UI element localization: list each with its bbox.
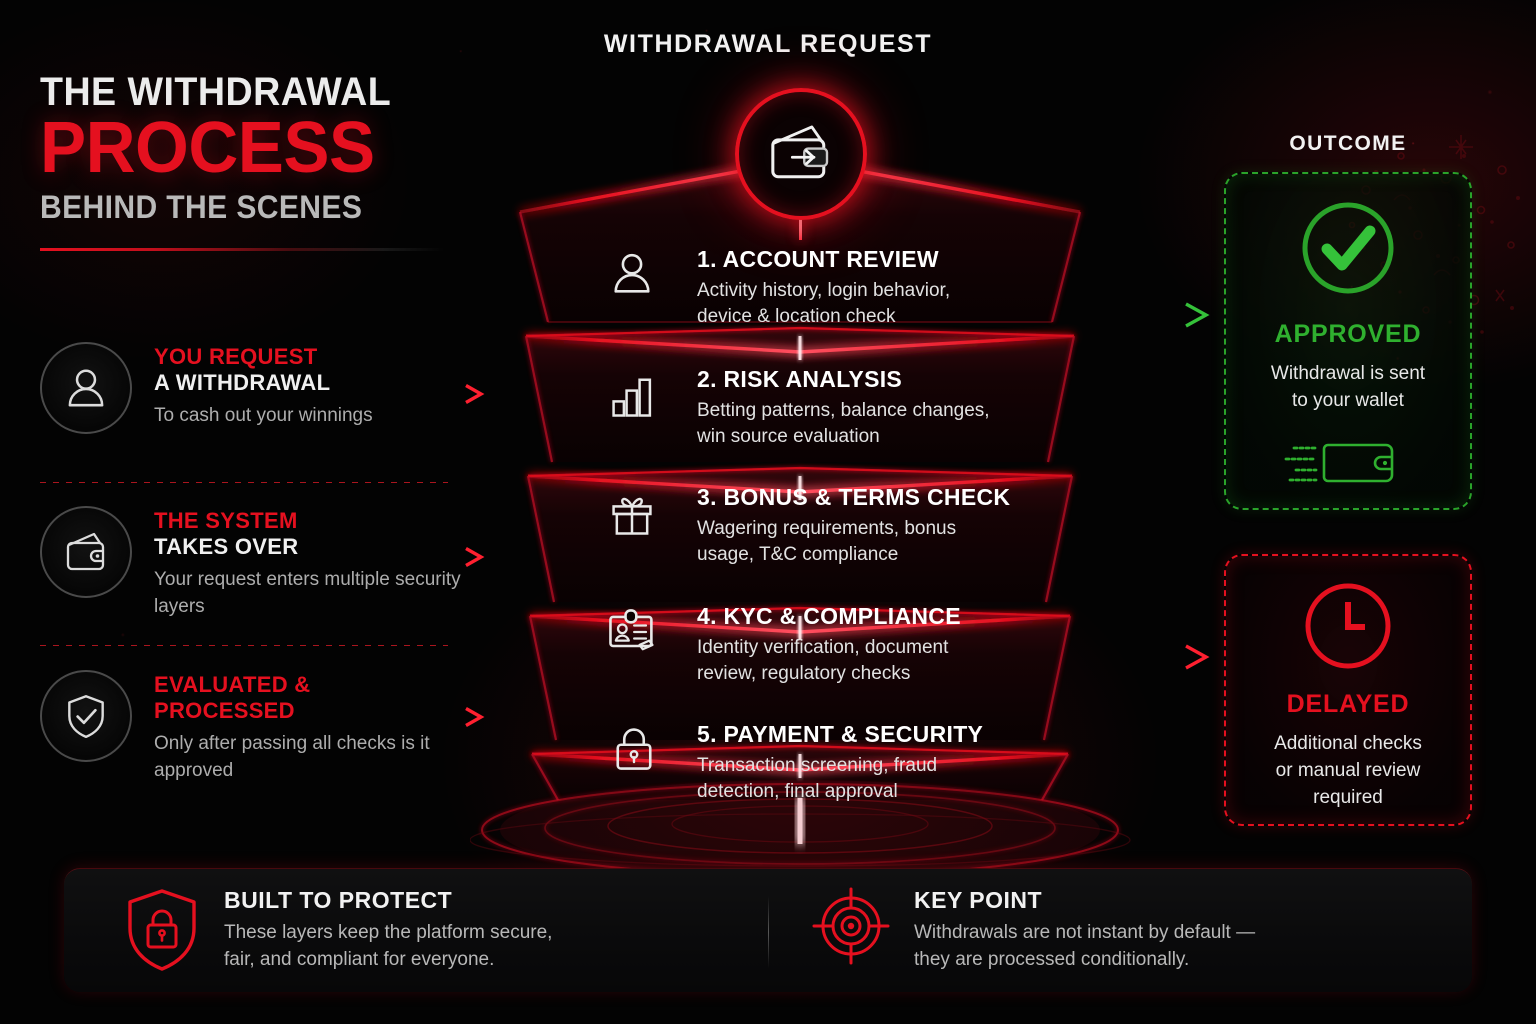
funnel-layer-3-title: 3. BONUS & TERMS CHECK (697, 484, 1011, 510)
id-card-icon (609, 609, 654, 651)
funnel-base-rings (470, 783, 1131, 877)
funnel-layer-5-desc-2: detection, final approval (697, 781, 898, 803)
funnel-layer-3-desc-1: Wagering requirements, bonus (697, 518, 957, 539)
delayed-connector-arrow (1090, 644, 1210, 670)
shield-check-icon (68, 695, 104, 739)
left-step-2-headline: TAKES OVER (154, 533, 299, 559)
funnel-layer-2-text: 2. RISK ANALYSIS Betting patterns, balan… (697, 366, 1077, 450)
withdrawal-request-icon-ring (735, 88, 867, 220)
left-step-3-headline: PROCESSED (154, 697, 295, 723)
wallet-beam (799, 212, 802, 240)
outcome-heading: OUTCOME (1289, 132, 1407, 155)
header-block: THE WITHDRAWAL PROCESS BEHIND THE SCENES (40, 70, 510, 252)
left-step-3[interactable]: EVALUATED & PROCESSED Only after passing… (40, 670, 510, 785)
funnel-layer-2-desc-1: Betting patterns, balance changes, (697, 400, 990, 421)
left-step-2-description: Your request enters multiple security la… (154, 569, 461, 617)
footer-line-1b: fair, and compliant for everyone. (224, 949, 495, 970)
left-step-2-arrow (386, 547, 485, 567)
funnel-layer-3-desc-2: usage, T&C compliance (697, 544, 899, 566)
approved-status-label: APPROVED (1274, 320, 1422, 348)
footer-heading-2: KEY POINT (914, 887, 1043, 914)
funnel-layer-4-text: 4. KYC & COMPLIANCE Identity verificatio… (697, 603, 1077, 687)
left-step-1-kicker: YOU REQUEST (154, 344, 318, 369)
left-step-2-icon-circle (40, 506, 132, 598)
left-step-2[interactable]: THE SYSTEM TAKES OVER Your request enter… (40, 506, 510, 621)
funnel-heading: WITHDRAWAL REQUEST (603, 30, 933, 58)
funnel-layer-4-desc-2: review, regulatory checks (697, 663, 911, 685)
title-divider (40, 248, 444, 252)
user-icon (614, 253, 650, 293)
outcome-card-approved[interactable]: APPROVED Withdrawal is sent to your wall… (1224, 172, 1472, 510)
left-step-2-kicker: THE SYSTEM (154, 508, 298, 533)
left-step-3-arrow (386, 707, 485, 727)
footer-line-2-highlight: they are processed conditionally. (914, 949, 1190, 970)
footer-line-2a: Withdrawals are not instant by default — (914, 922, 1256, 944)
approved-connector-arrow (1090, 302, 1210, 328)
shield-lock-icon (128, 889, 196, 972)
funnel-layer-5-title: 5. PAYMENT & SECURITY (697, 721, 984, 747)
approved-desc-1: Withdrawal is sent (1270, 363, 1426, 384)
left-step-1-description: To cash out your winnings (154, 405, 373, 427)
delayed-desc-2: or manual review (1275, 759, 1421, 781)
wallet-icon (66, 532, 105, 571)
bar-chart-icon (612, 378, 652, 417)
funnel-layer-5-icon (608, 722, 660, 779)
funnel-layers-graphic (470, 158, 1131, 880)
funnel-layer-3-text: 3. BONUS & TERMS CHECK Wagering requirem… (697, 484, 1077, 568)
funnel-layer-1-desc-1: Activity history, login behavior, (697, 280, 951, 301)
wallet-speed-icon (1284, 443, 1394, 483)
funnel-layer-4-title: 4. KYC & COMPLIANCE (697, 603, 961, 629)
lock-icon (616, 728, 652, 770)
left-step-3-description: Only after passing all checks is it appr… (154, 733, 430, 781)
funnel-layer-2-desc-2: win source evaluation (697, 426, 880, 448)
funnel-layer-5-text: 5. PAYMENT & SECURITY Transaction screen… (697, 721, 1077, 805)
clock-icon (1305, 583, 1391, 669)
user-icon (68, 369, 104, 407)
footer-line-1a: These layers keep the platform secure, (224, 922, 553, 944)
approved-desc-2: to your wallet (1292, 389, 1404, 411)
title-line-2: PROCESS (40, 108, 375, 188)
left-step-3-kicker: EVALUATED & (154, 672, 311, 697)
footer-item-key-point: KEY POINT Withdrawals are not instant by… (764, 887, 1464, 973)
outcome-card-delayed[interactable]: DELAYED Additional checks or manual revi… (1224, 554, 1472, 826)
outcome-column-header: OUTCOME (1224, 132, 1472, 156)
funnel-layer-3-icon (606, 488, 658, 545)
funnel-layer-4-icon (604, 604, 660, 665)
footer-divider (768, 896, 769, 968)
funnel-layer-1-title: 1. ACCOUNT REVIEW (697, 246, 939, 272)
funnel-layer-2-title: 2. RISK ANALYSIS (697, 366, 903, 392)
left-step-1-headline: A WITHDRAWAL (154, 369, 331, 395)
wallet-arrow-icon (771, 125, 829, 179)
left-step-1[interactable]: YOU REQUEST A WITHDRAWAL To cash out you… (40, 342, 510, 434)
left-step-1-icon-circle (40, 342, 132, 434)
footer-heading-1: BUILT TO PROTECT (224, 887, 453, 914)
left-separator-2 (40, 645, 448, 646)
left-step-3-icon-circle (40, 670, 132, 762)
funnel-layer-5-desc-1: Transaction screening, fraud (697, 755, 938, 776)
check-circle-icon (1302, 202, 1394, 294)
title-line-3: BEHIND THE SCENES (40, 189, 363, 226)
target-icon (812, 887, 890, 965)
left-separator-1 (40, 482, 448, 483)
funnel-layer-4-desc-1: Identity verification, document (697, 637, 949, 658)
left-step-1-arrow (386, 384, 485, 404)
footer-item-built-to-protect: BUILT TO PROTECT These layers keep the p… (64, 887, 764, 973)
funnel-layer-1-icon (606, 248, 658, 305)
funnel-layer-1-text: 1. ACCOUNT REVIEW Activity history, logi… (697, 246, 1077, 330)
title-line-1: THE WITHDRAWAL (40, 70, 392, 114)
delayed-status-label: DELAYED (1286, 690, 1410, 718)
funnel-center-beam (797, 198, 803, 844)
delayed-desc-1: Additional checks (1274, 733, 1422, 754)
delayed-desc-3: required (1313, 786, 1383, 808)
funnel-layer-1-desc-2: device & location check (697, 306, 896, 328)
gift-icon (612, 497, 652, 535)
funnel-layer-2-icon (606, 370, 658, 427)
